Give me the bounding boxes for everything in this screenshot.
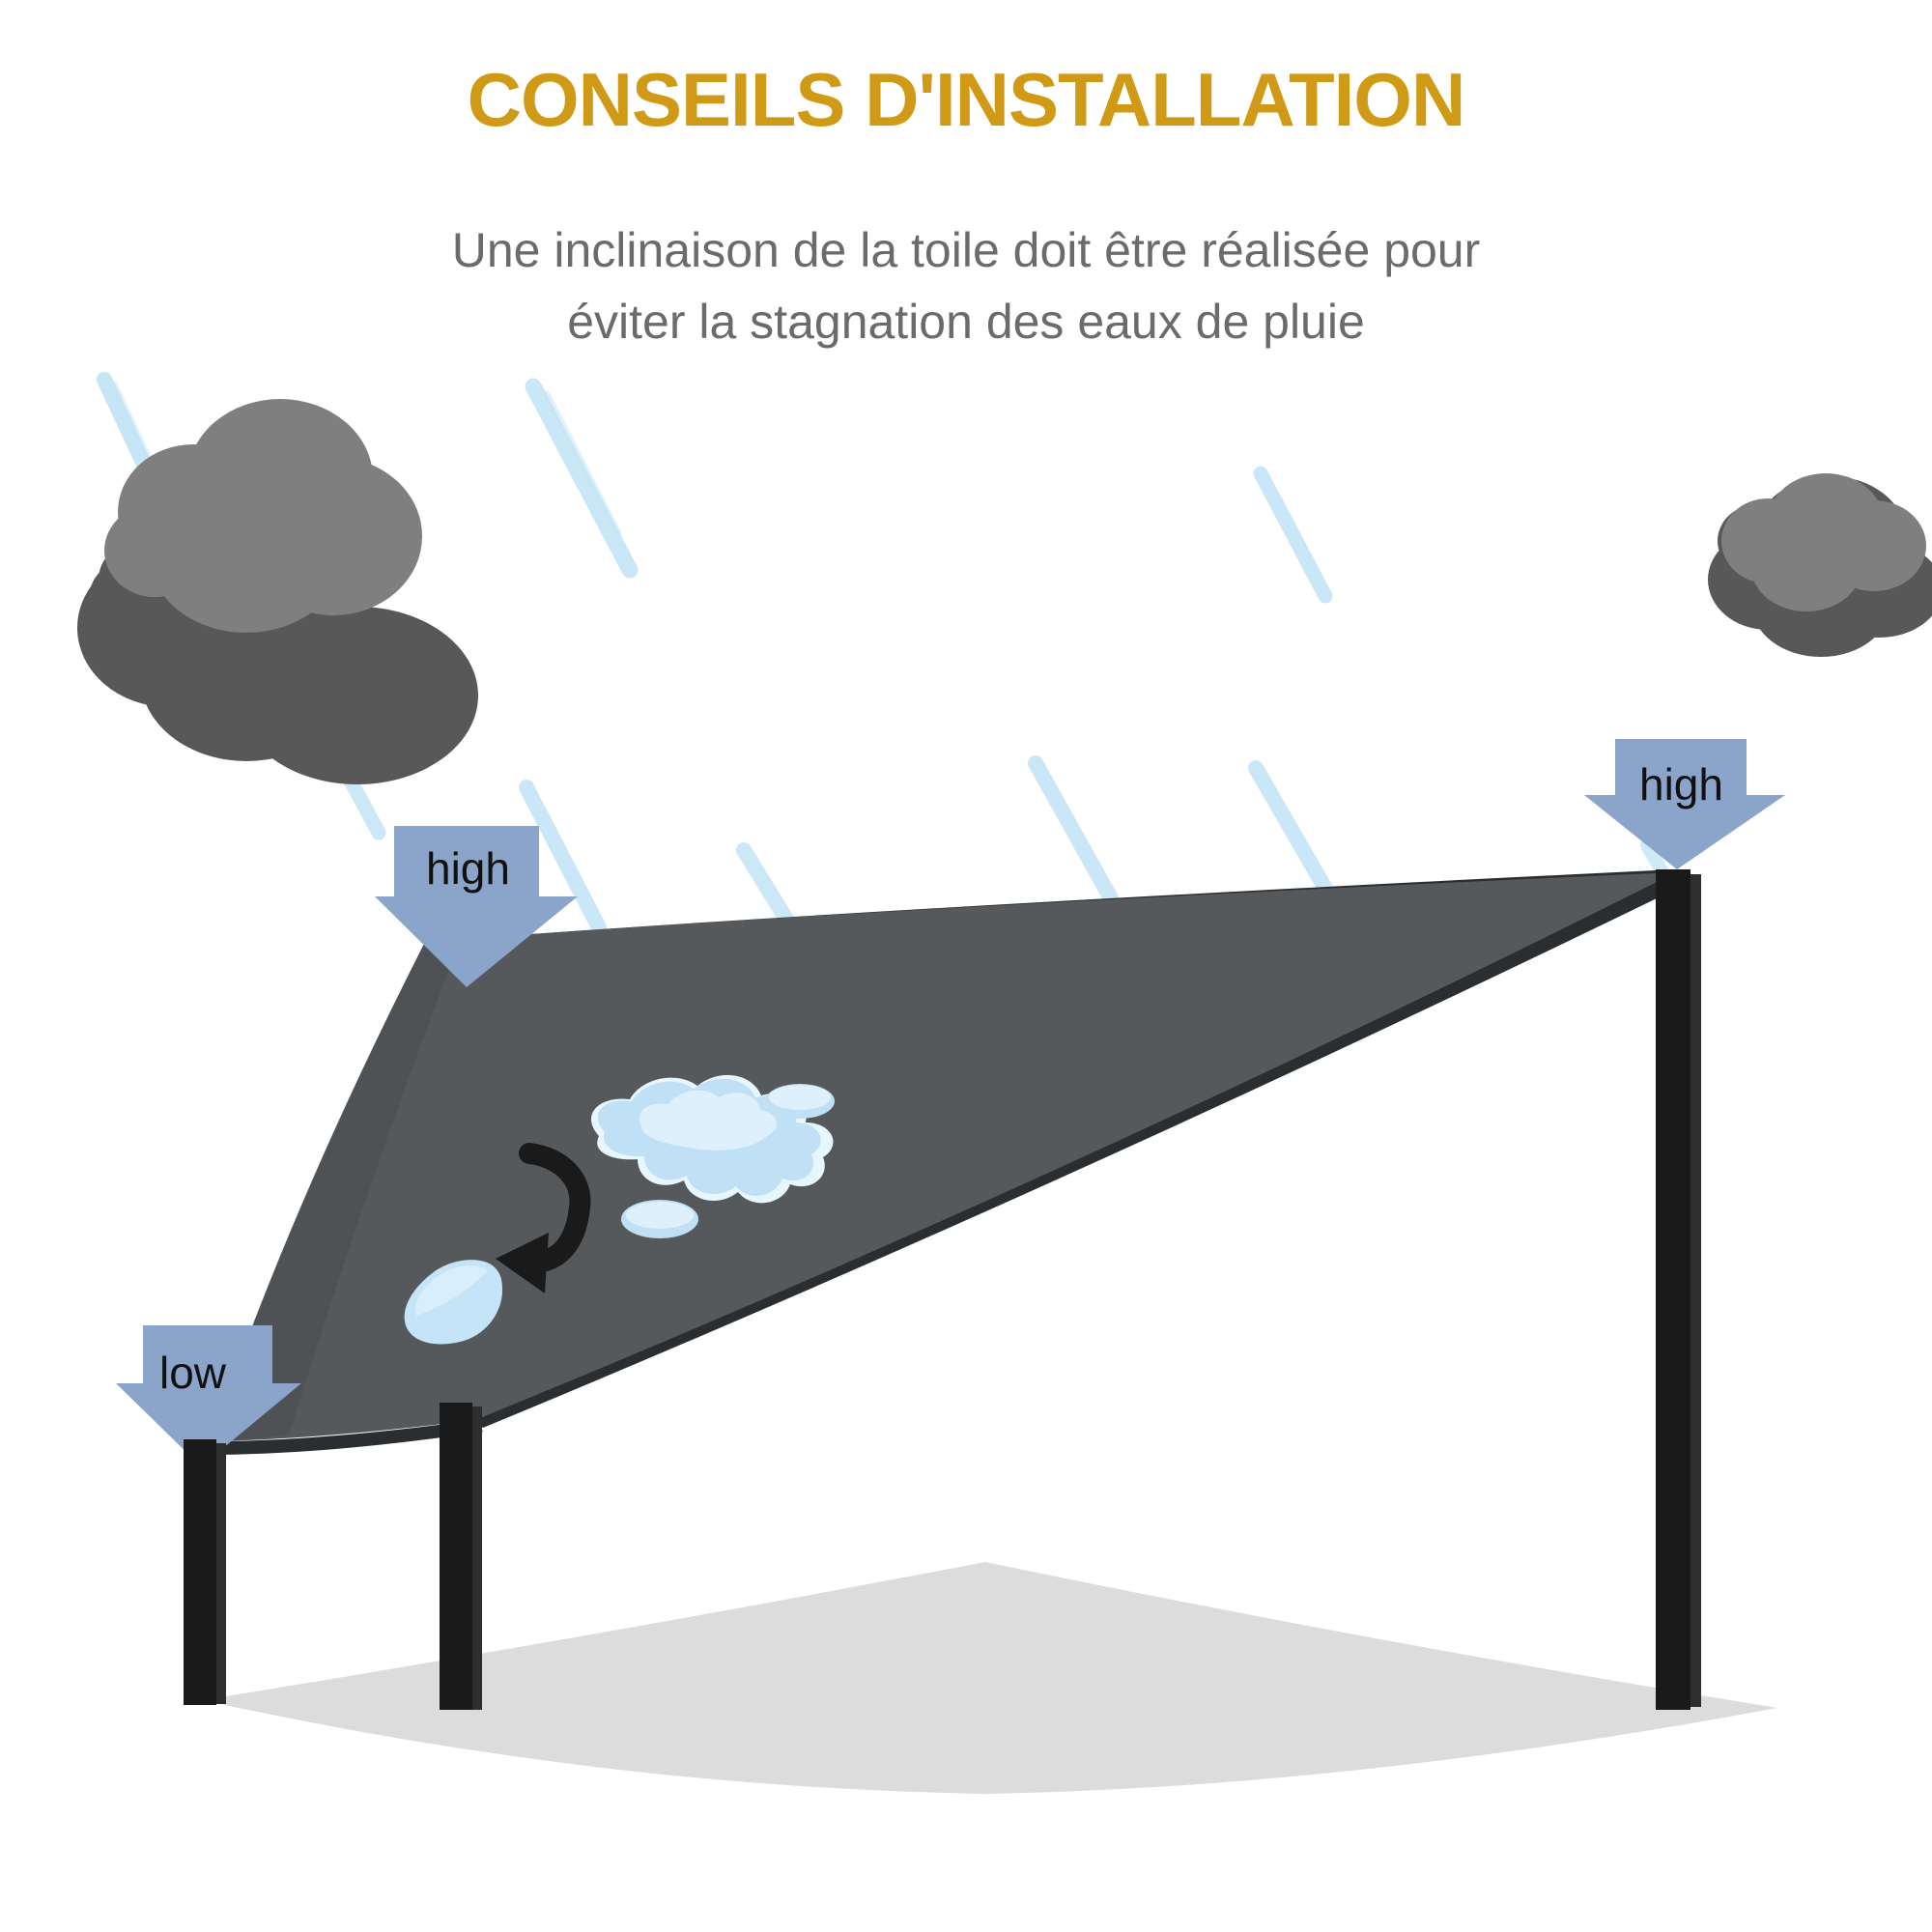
water-drop-small [404,1260,502,1345]
page-subtitle: Une inclinaison de la toile doit être ré… [0,214,1932,357]
rain-streak [1248,760,1336,901]
arrow-high-left-label: high [426,843,510,894]
ground-shadow [203,1562,1777,1794]
drop-highlight [415,1265,488,1316]
arrow-high-right-label: high [1639,759,1723,810]
flow-arrow-head [496,1233,549,1293]
rain-streak [1028,755,1119,906]
puddle-droplet-bottom-hl [626,1202,694,1229]
cloud-left-light [104,399,422,633]
drop-shape [404,1260,502,1345]
arrow-low-left-shape [116,1325,301,1466]
water-puddle [590,1074,835,1238]
cloud-left [77,399,478,784]
arrow-low-left[interactable]: low [116,1325,301,1466]
pole-middle-top-cap [440,1403,482,1710]
subtitle-line-2: éviter la stagnation des eaux de pluie [567,295,1365,349]
water-flow-arrow [496,1143,591,1293]
arrow-low-left-label: low [159,1348,227,1398]
arrow-high-left-shape [375,826,578,987]
pole-left-top-cap [184,1439,226,1705]
rain-streak [525,378,639,579]
rain-streak [1253,466,1333,604]
cloud-right [1708,473,1932,657]
puddle-droplet-top-hl [769,1085,831,1110]
arrow-high-left[interactable]: high [375,826,578,987]
page-title: CONSEILS D'INSTALLATION [467,57,1466,142]
sail-left-fold [211,942,452,1441]
subtitle-line-1: Une inclinaison de la toile doit être ré… [451,223,1481,277]
sail-bottom-lip [206,1420,483,1455]
shade-sail [206,869,1692,1455]
rain-streak [519,780,607,935]
puddle-highlight [639,1090,777,1151]
pole-right-top-cap [1656,869,1701,1710]
sail-surface [211,872,1676,1441]
flow-arrow-tail [519,1143,591,1218]
arrow-high-right-shape [1584,739,1785,869]
cloud-right-light [1721,473,1926,611]
arrow-high-right[interactable]: high [1584,739,1785,869]
